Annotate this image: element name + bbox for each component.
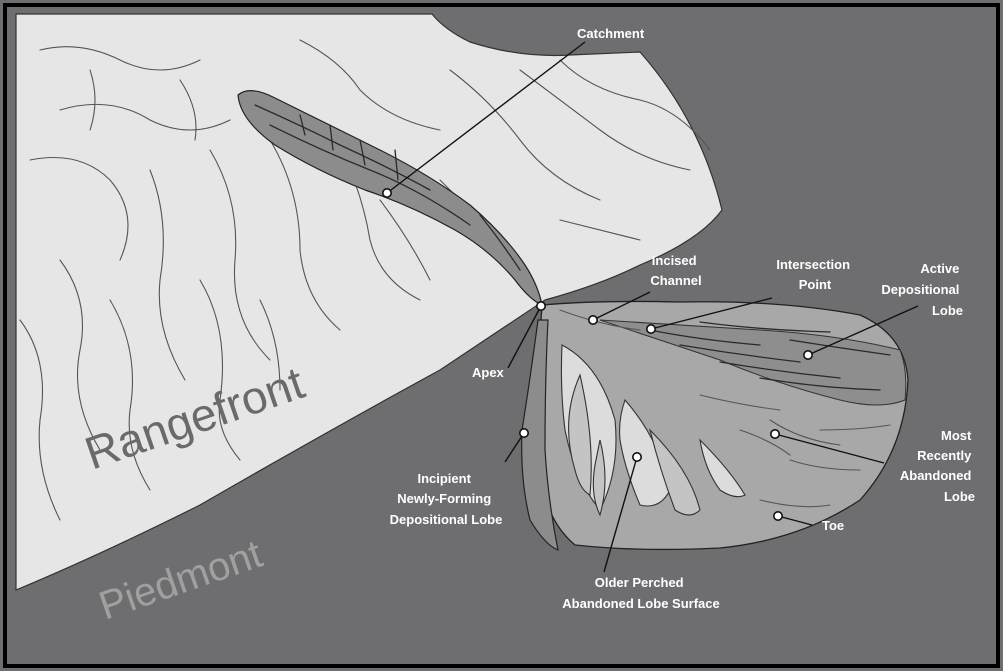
apex-point [537, 302, 545, 310]
intersection-point [647, 325, 655, 333]
toe-label: Toe [822, 518, 844, 533]
incipient-point [520, 429, 528, 437]
active-lobe-point [804, 351, 812, 359]
toe-point [774, 512, 782, 520]
catchment-label: Catchment [577, 26, 645, 41]
catchment-point [383, 189, 391, 197]
most-recent-point [771, 430, 779, 438]
incised-channel-point [589, 316, 597, 324]
apex-label: Apex [472, 365, 505, 380]
older-perched-point [633, 453, 641, 461]
